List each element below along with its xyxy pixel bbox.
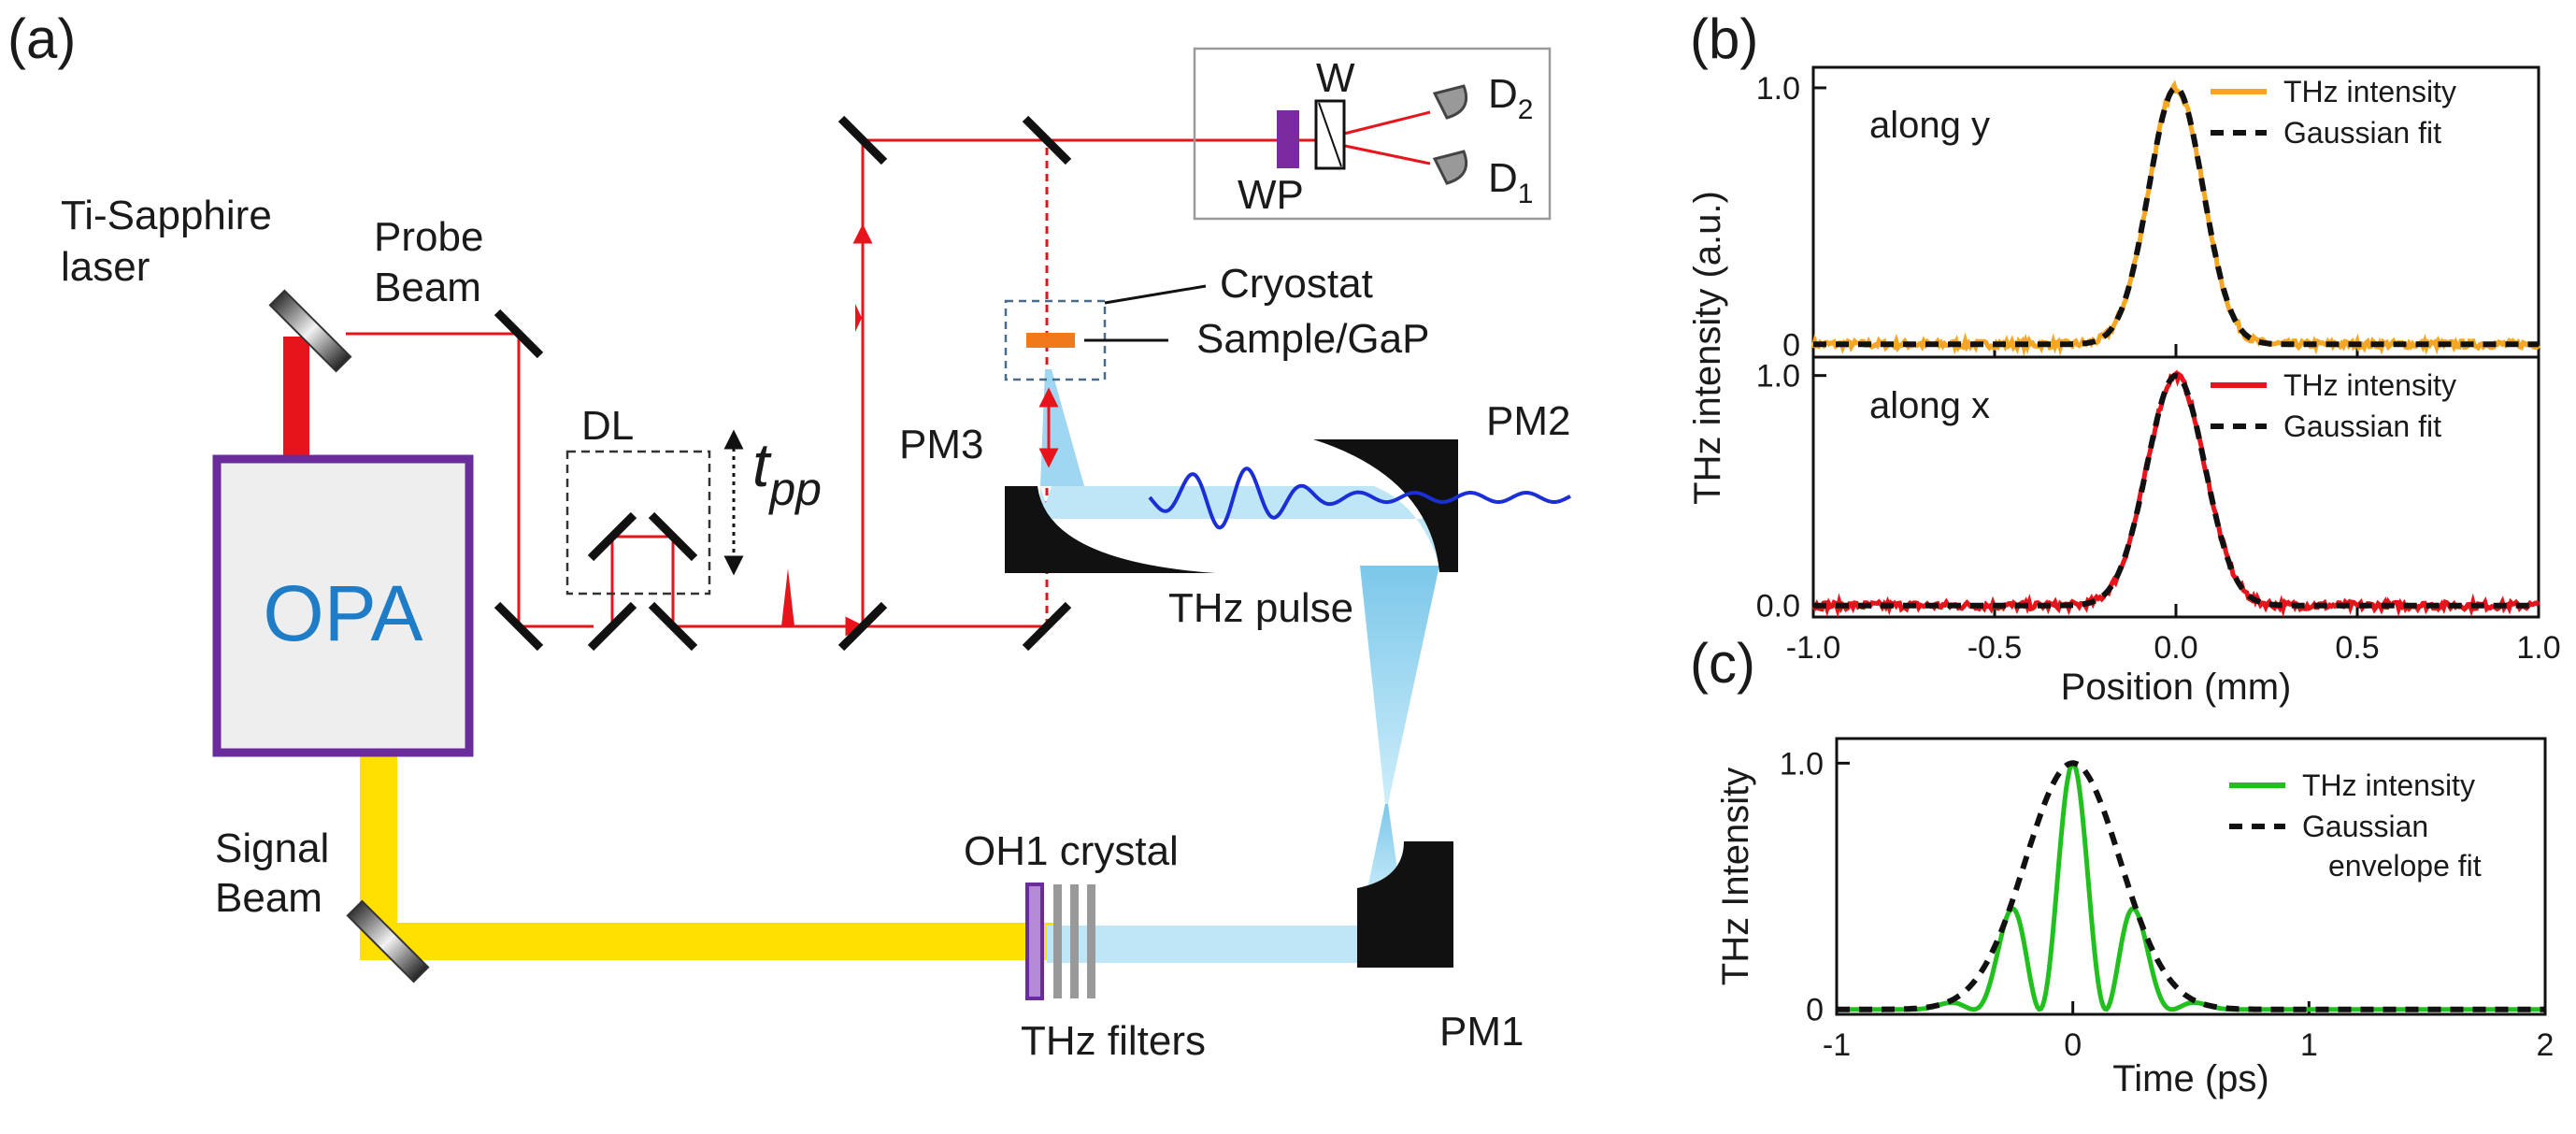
probe-label-line2: Beam — [374, 265, 481, 310]
sample-shape — [1026, 333, 1075, 348]
y-axis-label: THz intensity (a.u.) — [1687, 191, 1728, 505]
signal-beam — [360, 748, 1056, 960]
x-tick-label: -0.5 — [1968, 630, 2023, 666]
thz-filters-shapes — [1053, 884, 1095, 998]
filters-label: THz filters — [1021, 1018, 1206, 1064]
wp-label: WP — [1238, 172, 1304, 218]
legend-label: Gaussian fit — [2283, 409, 2441, 443]
laser-label-line2: laser — [61, 244, 150, 290]
x-axis-label: Time (ps) — [2112, 1058, 2268, 1099]
series-line-2 — [1813, 372, 2539, 609]
y-tick-label: 0 — [1806, 993, 1824, 1028]
y-tick-label: 0.0 — [1756, 589, 1800, 624]
legend-label: THz intensity — [2283, 368, 2456, 402]
annotation: along x — [1869, 385, 1990, 426]
opa-box — [212, 454, 474, 757]
x-tick-label: 0.5 — [2335, 630, 2379, 666]
x-tick-label: 0.0 — [2154, 630, 2197, 666]
detection-box — [1193, 47, 1552, 221]
wollaston-diagonal — [1318, 102, 1342, 167]
oh1-crystal — [1025, 883, 1044, 1000]
y-tick-label: 1.0 — [1756, 71, 1800, 107]
cryostat-pointer — [1104, 284, 1207, 305]
y-axis-label: THz Intensity — [1715, 768, 1756, 985]
detector-d1-shape — [1432, 150, 1468, 185]
pm1-label: PM1 — [1439, 1009, 1524, 1055]
cryostat-label: Cryostat — [1220, 261, 1373, 307]
series-line-2 — [1837, 760, 2545, 1012]
sample-label: Sample/GaP — [1196, 316, 1429, 362]
panel-label-b: (b) — [1690, 7, 1758, 70]
pm3-mirror — [1005, 486, 1215, 573]
series-line-2 — [1813, 84, 2539, 348]
legend-label: envelope fit — [2328, 849, 2482, 883]
plot-frame — [1835, 737, 2547, 1016]
waveplate-shape — [1277, 110, 1299, 168]
legend-label: THz intensity — [2283, 75, 2456, 108]
delay-line-label: DL — [581, 403, 634, 449]
signal-label-line2: Beam — [215, 875, 322, 921]
x-tick-label: 1 — [2300, 1027, 2318, 1063]
panel-label-c: (c) — [1690, 632, 1755, 695]
y-tick-label: 0 — [1782, 327, 1800, 363]
legend-label: THz intensity — [2302, 768, 2475, 802]
legend-label: Gaussian — [2302, 810, 2428, 843]
d2-label: D2 — [1488, 71, 1533, 125]
pm2-mirror — [1313, 439, 1458, 572]
x-tick-label: 1.0 — [2516, 630, 2560, 666]
probe-label-line1: Probe — [374, 214, 483, 260]
y-tick-label: 1.0 — [1756, 359, 1800, 395]
probe-pulse-2 — [796, 304, 862, 332]
tpp-label: tpp — [752, 430, 822, 515]
pump-beam — [283, 337, 309, 467]
thz-pulse-label: THz pulse — [1168, 585, 1353, 631]
laser-splitter-mirror — [268, 289, 352, 373]
panel-label-a: (a) — [7, 7, 76, 70]
x-tick-label: 0 — [2064, 1027, 2082, 1063]
annotation: along y — [1869, 105, 1990, 146]
series-line-1 — [1837, 759, 2545, 1012]
w-label: W — [1316, 55, 1355, 101]
x-axis-label: Position (mm) — [2061, 667, 2292, 708]
detector-d2-shape — [1432, 84, 1468, 120]
flat-mirrors — [494, 115, 1072, 652]
probe-pulse-1 — [776, 568, 800, 626]
signal-mirror — [346, 899, 430, 983]
delay-line-box — [565, 450, 711, 596]
laser-label-line1: Ti-Sapphire — [61, 193, 272, 238]
legend-label: Gaussian fit — [2283, 116, 2441, 150]
setup-diagram: (a) OPA — [7, 7, 1571, 1064]
pm3-label: PM3 — [899, 422, 983, 467]
d1-label: D1 — [1488, 155, 1533, 209]
thz-waveform — [1148, 467, 1571, 530]
oh1-label: OH1 crystal — [964, 828, 1179, 874]
pm1-mirror — [1357, 841, 1453, 968]
signal-label-line1: Signal — [215, 825, 329, 871]
pm2-label: PM2 — [1486, 398, 1570, 444]
x-tick-label: 2 — [2537, 1027, 2555, 1063]
x-tick-label: -1 — [1823, 1027, 1851, 1063]
x-tick-label: -1.0 — [1786, 630, 1841, 666]
y-tick-label: 1.0 — [1780, 746, 1824, 782]
opa-label: OPA — [263, 569, 422, 657]
